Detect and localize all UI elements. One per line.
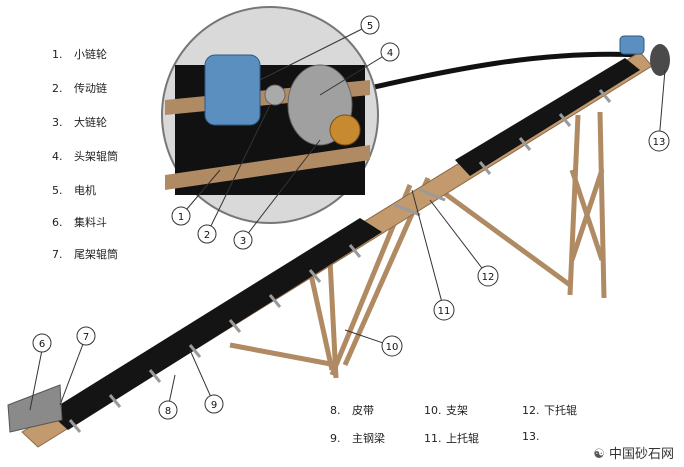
legend-num: 8. — [330, 404, 341, 417]
legend-item-2: 2. 传动链 — [52, 80, 107, 96]
callout-4: 4 — [380, 42, 400, 62]
callout-12: 12 — [477, 265, 499, 287]
callout-6: 6 — [32, 333, 52, 353]
legend-item-1: 1. 小链轮 — [52, 46, 107, 62]
legend-item-10: 10. 支架 — [424, 402, 468, 418]
legend-num: 2. — [52, 82, 63, 95]
svg-text:5: 5 — [367, 21, 373, 32]
svg-text:8: 8 — [165, 406, 171, 417]
callout-5: 5 — [360, 15, 380, 35]
head-pulley — [650, 44, 670, 76]
legend-num: 4. — [52, 150, 63, 163]
legend-label: 小链轮 — [74, 48, 107, 61]
svg-text:10: 10 — [386, 342, 399, 353]
watermark: ☯ 中国砂石网 — [589, 442, 678, 463]
legend-label: 大链轮 — [74, 116, 107, 129]
watermark-text: 中国砂石网 — [608, 447, 674, 462]
legend-num: 13. — [522, 430, 540, 443]
svg-text:3: 3 — [240, 236, 246, 247]
callout-9: 9 — [204, 394, 224, 414]
legend-item-11: 11. 上托辊 — [424, 430, 479, 446]
legend-label: 支架 — [446, 404, 468, 417]
callout-10: 10 — [381, 335, 403, 357]
legend-label: 电机 — [74, 184, 96, 197]
legend-item-12: 12. 下托辊 — [522, 402, 577, 418]
magnifier — [161, 6, 379, 224]
svg-text:11: 11 — [438, 306, 451, 317]
legend-item-4: 4. 头架辊筒 — [52, 148, 118, 164]
legend-label: 下托辊 — [544, 404, 577, 417]
magnifier-connector — [351, 51, 641, 95]
legend-num: 3. — [52, 116, 63, 129]
legend-num: 1. — [52, 48, 63, 61]
belt-upper — [455, 58, 640, 176]
callout-circles: 1 2 3 4 5 6 7 8 9 10 11 12 13 — [32, 15, 670, 420]
legend-num: 11. — [424, 432, 442, 445]
svg-text:12: 12 — [482, 272, 495, 283]
callout-11: 11 — [433, 299, 455, 321]
svg-text:6: 6 — [39, 339, 45, 350]
legend-label: 主钢梁 — [352, 432, 385, 445]
legend-label: 尾架辊筒 — [74, 248, 118, 261]
legend-label: 皮带 — [352, 404, 374, 417]
legend-label: 上托辊 — [446, 432, 479, 445]
legend-item-13: 13. — [522, 430, 544, 443]
svg-text:7: 7 — [83, 332, 89, 343]
legend-num: 10. — [424, 404, 442, 417]
svg-text:2: 2 — [204, 230, 210, 241]
legend-item-7: 7. 尾架辊筒 — [52, 246, 118, 262]
head-motor — [619, 35, 645, 55]
legend-label: 传动链 — [74, 82, 107, 95]
legend-num: 5. — [52, 184, 63, 197]
legend-num: 9. — [330, 432, 341, 445]
svg-text:4: 4 — [387, 48, 393, 59]
belt-lower — [48, 218, 382, 430]
callout-13: 13 — [648, 130, 670, 152]
idlers — [68, 89, 612, 433]
svg-text:1: 1 — [178, 212, 184, 223]
svg-text:9: 9 — [211, 400, 217, 411]
callout-1: 1 — [171, 206, 191, 226]
hopper — [7, 384, 63, 433]
legend-item-3: 3. 大链轮 — [52, 114, 107, 130]
legend-label: 头架辊筒 — [74, 150, 118, 163]
callout-2: 2 — [197, 224, 217, 244]
wechat-icon: ☯ — [593, 447, 605, 462]
legend-label: 集料斗 — [74, 216, 107, 229]
legend-num: 6. — [52, 216, 63, 229]
legend-item-9: 9. 主钢梁 — [330, 430, 385, 446]
legend-num: 7. — [52, 248, 63, 261]
svg-text:13: 13 — [653, 137, 666, 148]
legend-num: 12. — [522, 404, 540, 417]
callout-7: 7 — [76, 326, 96, 346]
legend-item-5: 5. 电机 — [52, 182, 96, 198]
legend-item-8: 8. 皮带 — [330, 402, 374, 418]
legend-item-6: 6. 集料斗 — [52, 214, 107, 230]
callout-8: 8 — [158, 400, 178, 420]
callout-3: 3 — [233, 230, 253, 250]
